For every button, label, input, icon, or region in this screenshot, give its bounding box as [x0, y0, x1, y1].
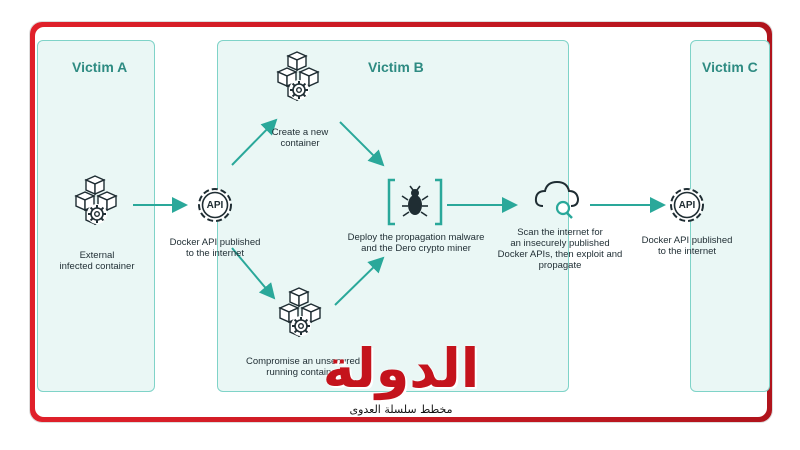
api-gear-icon	[670, 188, 704, 222]
victim-a-panel	[37, 40, 155, 392]
scan-internet-label: Scan the internet for an insecurely publ…	[497, 227, 623, 271]
victim-c-panel	[690, 40, 770, 392]
arrow-api-to-compromise	[231, 247, 276, 300]
victim-b-title: Victim B	[368, 59, 424, 75]
create-container-label: Create a new container	[271, 127, 329, 149]
victim-c-title: Victim C	[702, 59, 758, 75]
docker-api-c-label: Docker API published to the internet	[641, 235, 733, 257]
container-gear-icon	[277, 51, 319, 101]
deploy-malware-label: Deploy the propagation malware and the D…	[347, 232, 485, 254]
arrow-api-to-create	[231, 118, 278, 166]
api-label-b: API	[206, 200, 224, 211]
api-gear-icon	[198, 188, 232, 222]
watermark-title: الدولة	[322, 337, 480, 400]
watermark-subtitle: مخطط سلسلة العدوى	[349, 403, 453, 416]
victim-a-title: Victim A	[72, 59, 128, 75]
docker-api-b-label: Docker API published to the internet	[169, 237, 261, 259]
external-container-label: External infected container	[59, 250, 135, 272]
compromise-container-label: Compromise an unsecured running containe…	[245, 356, 361, 378]
watermark-logo: الدولة مخطط سلسلة العدوى	[316, 339, 486, 423]
container-gear-icon	[75, 175, 117, 225]
api-label-c: API	[678, 200, 696, 211]
arrow-compromise-to-deploy	[334, 256, 385, 306]
arrow-create-to-deploy	[339, 121, 385, 167]
cloud-search-icon	[534, 180, 580, 219]
bug-icon	[387, 178, 443, 226]
container-gear-icon	[279, 287, 321, 337]
